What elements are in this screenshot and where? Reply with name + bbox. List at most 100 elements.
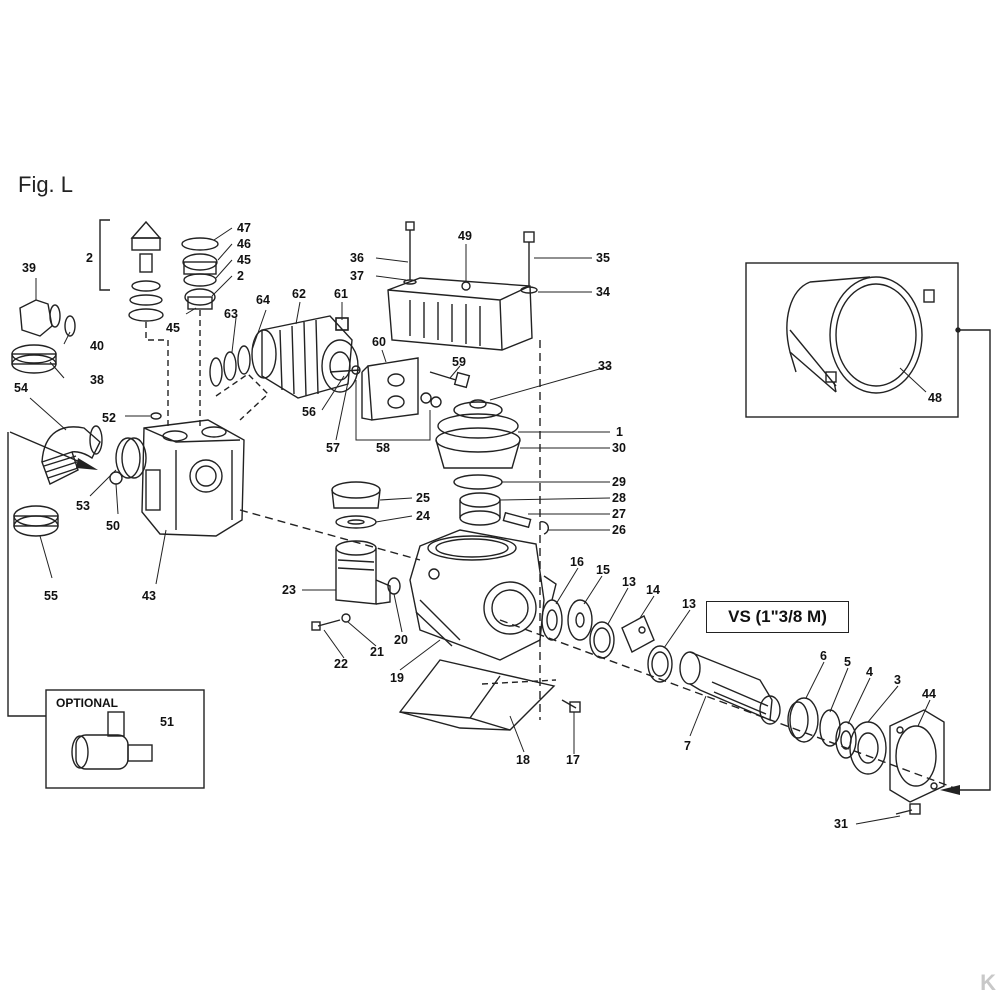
label-60: 60 (372, 335, 386, 349)
base-plate-18 (398, 659, 556, 731)
label-53: 53 (76, 499, 90, 513)
label-49: 49 (458, 229, 472, 243)
label-38: 38 (90, 373, 104, 387)
block-60 (361, 357, 419, 421)
bolt-17 (561, 699, 581, 713)
dashed-link-1 (145, 322, 169, 428)
pump-body-19 (409, 529, 557, 661)
label-1: 1 (616, 425, 623, 439)
label-46: 46 (237, 237, 251, 251)
label-62: 62 (292, 287, 306, 301)
optional-label: OPTIONAL (56, 696, 118, 710)
label-13b: 13 (682, 597, 696, 611)
seal-6 (787, 697, 819, 743)
bearing-16 (541, 599, 563, 641)
part-labels: 47 46 45 2 2 45 39 40 38 54 52 53 50 55 … (14, 221, 942, 831)
hose-elbow-54 (41, 425, 103, 485)
label-13a: 13 (622, 575, 636, 589)
label-56: 56 (302, 405, 316, 419)
label-18: 18 (516, 753, 530, 767)
variant-label-box: VS (1"3/8 M) (706, 601, 849, 633)
label-6: 6 (820, 649, 827, 663)
label-43: 43 (142, 589, 156, 603)
label-35: 35 (596, 251, 610, 265)
label-16: 16 (570, 555, 584, 569)
housing-23 (335, 540, 391, 605)
bolt-31 (895, 803, 921, 815)
valve-group-left (99, 219, 164, 322)
pin-27 (502, 511, 532, 529)
label-63: 63 (224, 307, 238, 321)
label-27: 27 (612, 507, 626, 521)
label-40: 40 (90, 339, 104, 353)
label-7: 7 (684, 739, 691, 753)
washer-15 (567, 599, 593, 641)
label-50: 50 (106, 519, 120, 533)
bolt-59 (429, 371, 471, 389)
label-2a: 2 (237, 269, 244, 283)
valve-group-right (181, 237, 219, 310)
label-5: 5 (844, 655, 851, 669)
label-36: 36 (350, 251, 364, 265)
bracket-14 (621, 615, 655, 653)
piston-28 (459, 492, 501, 526)
piston-56-57 (329, 365, 361, 375)
nut-55 (13, 505, 59, 537)
label-39: 39 (22, 261, 36, 275)
label-31: 31 (834, 817, 848, 831)
label-21: 21 (370, 645, 384, 659)
label-51: 51 (160, 715, 174, 729)
label-26: 26 (612, 523, 626, 537)
ring-29 (453, 474, 503, 490)
label-14: 14 (646, 583, 660, 597)
label-61: 61 (334, 287, 348, 301)
label-45a: 45 (237, 253, 251, 267)
label-24: 24 (416, 509, 430, 523)
label-37: 37 (350, 269, 364, 283)
orings-63-64 (209, 345, 251, 387)
cylinder-62 (251, 315, 359, 399)
screw-52 (150, 412, 162, 420)
label-33: 33 (598, 359, 612, 373)
watermark-logo: K (980, 970, 996, 995)
screw-22-21 (311, 613, 351, 631)
washer-24 (335, 515, 377, 529)
label-15: 15 (596, 563, 610, 577)
label-22: 22 (334, 657, 348, 671)
leader-lines (29, 227, 931, 825)
part-48-cover (786, 276, 935, 394)
ring-53 (115, 437, 147, 479)
ring-13a (589, 621, 615, 659)
label-47: 47 (237, 221, 251, 235)
flange-44 (889, 709, 945, 803)
label-59: 59 (452, 355, 466, 369)
bolt-35 (520, 231, 538, 294)
label-64: 64 (256, 293, 270, 307)
figure-title: Fig. L (18, 172, 74, 197)
dashed-link-4 (239, 509, 421, 561)
ring-5 (819, 709, 841, 747)
clip-26 (539, 520, 550, 535)
inset-box-48 (745, 262, 959, 418)
label-55: 55 (44, 589, 58, 603)
shaft-7 (679, 651, 781, 725)
label-29: 29 (612, 475, 626, 489)
cover-49 (387, 277, 533, 351)
plugs-58 (420, 392, 442, 408)
label-23: 23 (282, 583, 296, 597)
manifold-43 (141, 419, 245, 537)
label-2b: 2 (86, 251, 93, 265)
label-45b: 45 (166, 321, 180, 335)
label-34: 34 (596, 285, 610, 299)
label-58: 58 (376, 441, 390, 455)
label-28: 28 (612, 491, 626, 505)
label-17: 17 (566, 753, 580, 767)
leader-optional (7, 432, 46, 717)
bearing-4 (835, 721, 857, 759)
diaphragm-33 (453, 399, 503, 419)
label-30: 30 (612, 441, 626, 455)
label-20: 20 (394, 633, 408, 647)
leader-inset (945, 329, 991, 791)
